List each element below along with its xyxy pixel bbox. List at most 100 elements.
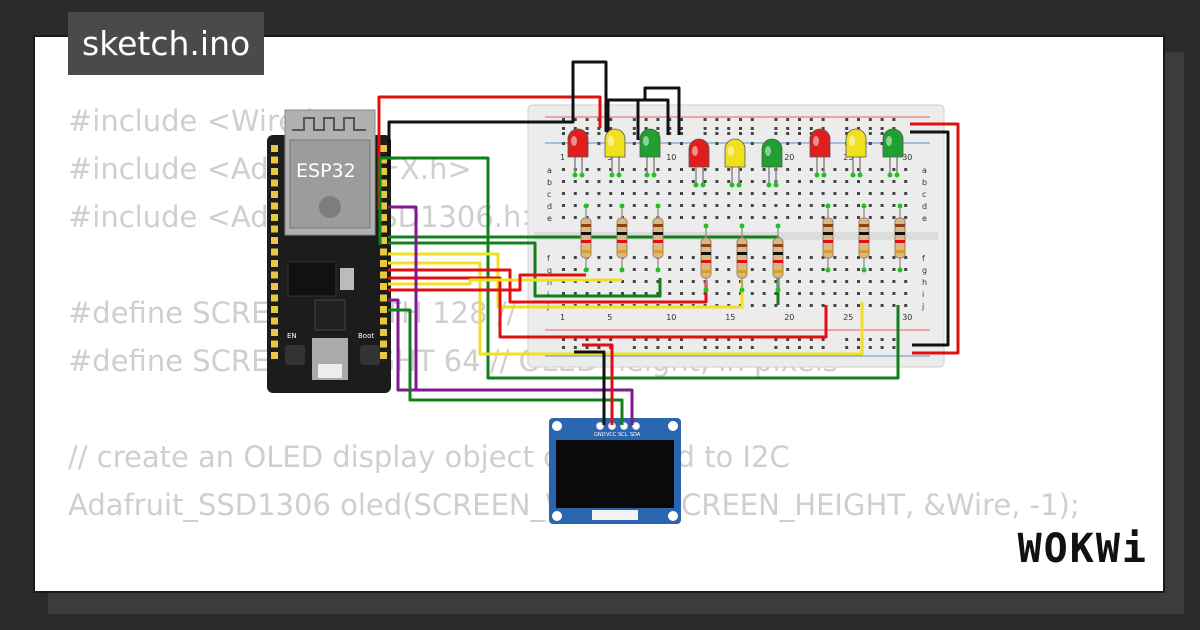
- breadboard-hole: [585, 180, 589, 183]
- rail-hole: [562, 338, 565, 341]
- breadboard-hole: [880, 168, 884, 171]
- led[interactable]: [604, 128, 626, 158]
- resistor[interactable]: [580, 217, 592, 259]
- resistor[interactable]: [700, 237, 712, 279]
- rail-hole: [680, 127, 683, 130]
- breadboard-hole: [597, 256, 601, 259]
- led[interactable]: [882, 128, 904, 158]
- rail-hole: [809, 118, 813, 121]
- breadboard-hole: [880, 292, 884, 295]
- breadboard-hole: [857, 192, 860, 195]
- led[interactable]: [809, 128, 831, 158]
- rail-hole: [680, 142, 683, 145]
- led[interactable]: [724, 138, 746, 168]
- breadboard-hole: [868, 204, 872, 207]
- resistor[interactable]: [616, 217, 628, 259]
- breadboard-hole: [786, 256, 790, 259]
- breadboard-hole: [904, 280, 908, 283]
- breadboard-hole: [868, 268, 872, 271]
- breadboard-hole: [632, 280, 636, 283]
- led[interactable]: [688, 138, 710, 168]
- rail-hole: [597, 346, 601, 349]
- breadboard-hole: [821, 256, 825, 259]
- resistor[interactable]: [736, 237, 748, 279]
- esp32-pin: [380, 260, 387, 267]
- file-tab-title[interactable]: sketch.ino: [68, 12, 265, 75]
- oled-screen: [556, 440, 674, 508]
- breadboard-hole: [798, 192, 801, 195]
- breadboard-hole: [892, 256, 896, 259]
- esp32-pin: [271, 340, 278, 348]
- column-number: 25: [843, 313, 853, 322]
- breadboard-hole: [880, 304, 884, 307]
- breadboard-hole: [727, 216, 731, 219]
- breadboard-hole: [632, 168, 636, 171]
- rail-hole: [880, 118, 884, 121]
- rail-hole: [644, 346, 648, 349]
- resistor[interactable]: [822, 217, 834, 259]
- led[interactable]: [567, 128, 589, 158]
- rail-hole: [562, 118, 565, 121]
- rail-hole: [750, 142, 754, 145]
- rail-hole: [727, 127, 731, 130]
- rail-hole: [656, 338, 660, 341]
- esp32-pin: [271, 237, 278, 244]
- esp32-board[interactable]: ESP32 EN Boot: [267, 109, 391, 393]
- breadboard-hole: [691, 192, 695, 195]
- breadboard-hole: [562, 256, 565, 259]
- breadboard-hole: [845, 292, 849, 295]
- rail-hole: [750, 132, 754, 135]
- breadboard-hole: [880, 256, 884, 259]
- esp32-pin: [271, 317, 278, 325]
- breadboard-hole: [715, 292, 719, 295]
- breadboard-hole: [644, 168, 648, 171]
- rail-hole: [739, 118, 742, 121]
- breadboard-hole: [632, 292, 636, 295]
- breadboard-hole: [892, 168, 896, 171]
- rail-hole: [750, 127, 754, 130]
- boot-button[interactable]: [360, 345, 380, 365]
- led-row: [567, 128, 904, 185]
- rail-hole: [597, 142, 601, 145]
- column-number: 30: [902, 153, 912, 162]
- rail-hole: [585, 338, 589, 341]
- row-letter: f: [922, 254, 925, 263]
- rail-hole: [798, 118, 801, 121]
- led[interactable]: [639, 128, 661, 158]
- rail-hole: [562, 346, 565, 349]
- rail-hole: [739, 338, 742, 341]
- breadboard-hole: [656, 280, 660, 283]
- wire-purple-2: [388, 298, 440, 392]
- breadboard-hole: [762, 168, 766, 171]
- led[interactable]: [845, 128, 867, 158]
- breadboard-hole: [821, 268, 825, 271]
- rail-hole: [632, 118, 636, 121]
- breadboard-hole: [609, 168, 613, 171]
- breadboard-hole: [833, 168, 837, 171]
- breadboard-hole: [904, 168, 908, 171]
- en-button[interactable]: [285, 345, 305, 365]
- rail-hole: [880, 127, 884, 130]
- rail-hole: [739, 346, 742, 349]
- breadboard-hole: [833, 280, 837, 283]
- breadboard-hole: [857, 168, 860, 171]
- breadboard-hole: [762, 216, 766, 219]
- resistor[interactable]: [772, 237, 784, 279]
- led[interactable]: [761, 138, 783, 168]
- wire-green-oled: [388, 308, 624, 425]
- row-letter: i: [922, 290, 924, 299]
- breadboard-hole: [845, 268, 849, 271]
- breadboard-hole: [715, 268, 719, 271]
- breadboard-hole: [821, 180, 825, 183]
- wire-red-4: [388, 273, 586, 292]
- breadboard-hole: [809, 304, 813, 307]
- breadboard-hole: [703, 204, 707, 207]
- breadboard-hole: [786, 280, 790, 283]
- breadboard-hole: [715, 192, 719, 195]
- resistor[interactable]: [652, 217, 664, 259]
- resistor[interactable]: [858, 217, 870, 259]
- resistor[interactable]: [894, 217, 906, 259]
- breadboard-hole: [774, 292, 778, 295]
